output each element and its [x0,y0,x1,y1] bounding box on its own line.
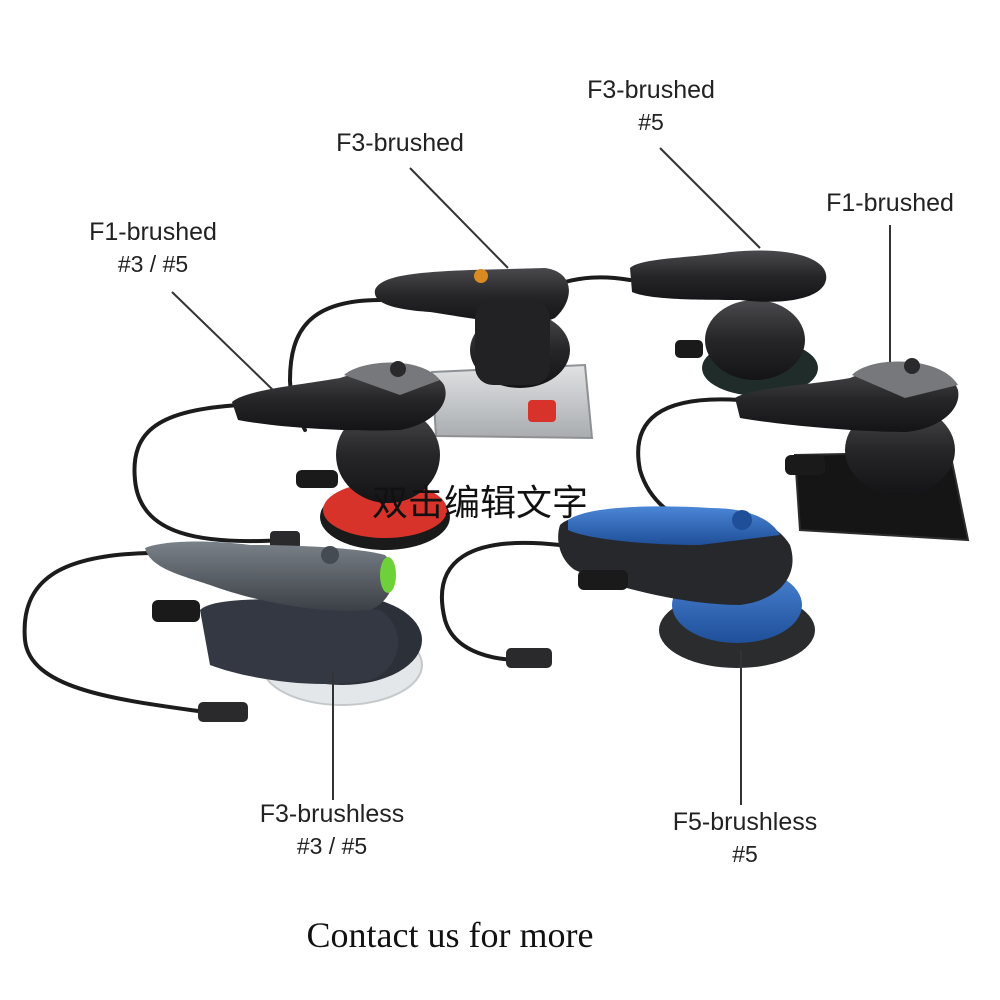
leader-lines [171,147,891,805]
sander-f3-brushless [145,541,423,706]
connector-plug [198,531,552,722]
label-f5-brushless: F5-brushless #5 [635,806,855,870]
label-f3-brushed-5-line2: #5 [638,109,664,135]
label-f3-brushed-top-line1: F3-brushed [336,129,464,157]
label-f1-brushed-35-line1: F1-brushed [89,218,217,246]
label-f3-brushed-5-line1: F3-brushed [587,76,715,104]
label-f1-brushed-right-line1: F1-brushed [826,189,954,217]
footer-contact-text: Contact us for more [306,915,594,955]
sander-f1-brushed-35 [232,361,450,550]
label-f3-brushed-5: F3-brushed #5 [551,74,751,138]
label-f1-brushed-35-line2: #3 / #5 [117,251,189,277]
editable-overlay-text[interactable]: 双击编辑文字 [371,483,588,524]
label-f5-brushless-line2: #5 [732,841,758,867]
label-f3-brushless-line2: #3 / #5 [296,833,368,859]
label-f3-brushless: F3-brushless #3 / #5 [222,798,442,862]
sander-f3-brushed-top [374,268,594,440]
label-f1-brushed-right: F1-brushed [790,187,990,219]
label-f5-brushless-line1: F5-brushless [672,808,818,836]
sander-f3-brushed-5 [630,250,827,396]
label-f3-brushless-line1: F3-brushless [259,800,405,828]
label-f3-brushed-top: F3-brushed [300,127,500,159]
label-f1-brushed-35: F1-brushed #3 / #5 [53,216,253,280]
sander-f1-brushed-right [735,358,970,542]
sander-f5-brushless [558,506,815,668]
